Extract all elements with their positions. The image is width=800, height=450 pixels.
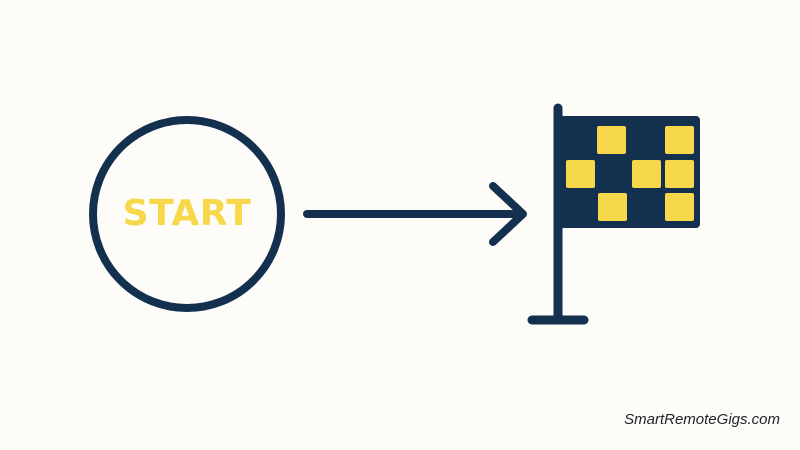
watermark-text: SmartRemoteGigs.com <box>624 411 780 428</box>
arrow-right-icon <box>303 182 527 246</box>
start-circle <box>89 116 285 312</box>
start-label: START <box>122 193 252 234</box>
checkered-flag-icon <box>527 103 700 325</box>
